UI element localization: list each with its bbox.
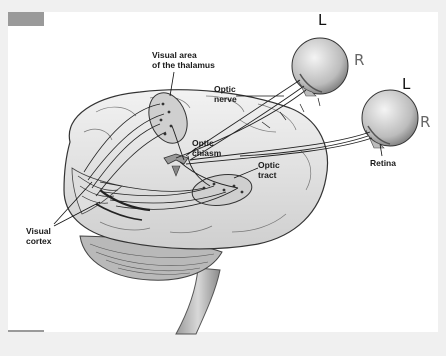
brain-hemisphere xyxy=(64,90,328,249)
upper-eye xyxy=(292,38,348,94)
label-retina: Retina xyxy=(370,158,396,168)
label-optic-chiasm: Optic chiasm xyxy=(192,138,221,158)
label-visual-cortex: Visual cortex xyxy=(26,226,52,246)
lower-eye xyxy=(362,90,418,146)
label-visual-area-thalamus: Visual area of the thalamus xyxy=(152,50,215,70)
label-optic-nerve: Optic nerve xyxy=(214,84,237,104)
label-optic-tract: Optic tract xyxy=(258,160,280,180)
side-marker-right-top: R xyxy=(354,52,364,68)
side-marker-right-bottom: R xyxy=(420,114,430,130)
side-marker-left-bottom: L xyxy=(402,76,410,92)
side-marker-left-top: L xyxy=(318,12,326,28)
